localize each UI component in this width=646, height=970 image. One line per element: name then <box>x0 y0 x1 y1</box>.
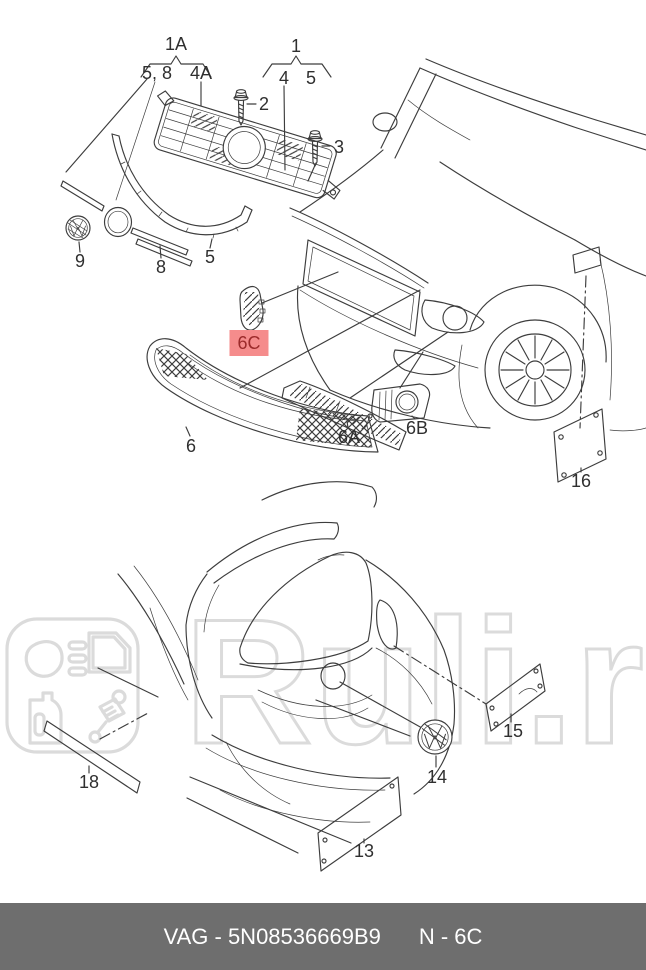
strip-18-art <box>43 720 141 794</box>
rear-car-sketch <box>117 481 456 823</box>
radiator-grille-art <box>153 90 341 200</box>
watermark-logo-frame <box>5 617 140 754</box>
front-car-sketch <box>289 58 646 432</box>
plate-16-art <box>553 408 607 483</box>
part-label-13: 13 <box>353 841 375 861</box>
screw-icon <box>233 89 249 126</box>
footer-diagram-code: N - 6C <box>418 923 483 949</box>
part-label-6a: 6A <box>337 427 361 447</box>
part-label-18: 18 <box>78 772 100 792</box>
plate-15-art <box>485 663 546 732</box>
shock-absorber-icon <box>88 689 127 744</box>
part-label-1a: 1A <box>164 34 188 54</box>
footer-part-code: VAG - 5N08536669B9 <box>163 923 381 949</box>
part-label-4a: 4A <box>189 63 213 83</box>
bracket-group-1 <box>262 55 332 78</box>
part-label-16: 16 <box>570 471 592 491</box>
part-label-5: 5 <box>305 68 317 88</box>
screw-icon <box>307 130 323 167</box>
headlight-icon <box>24 640 88 678</box>
oil-can-icon <box>28 691 63 745</box>
fog-grille-art <box>371 383 431 423</box>
bumper-strip-art <box>281 380 407 451</box>
part-label-14: 14 <box>426 767 448 787</box>
watermark-logo <box>5 617 140 754</box>
part-label-9: 9 <box>74 251 86 271</box>
lower-grille-art <box>146 338 379 453</box>
vw-emblem-icon <box>65 215 91 241</box>
vw-emblem-icon <box>417 719 453 755</box>
part-label-6: 6 <box>185 436 197 456</box>
bracket-group-1a <box>140 55 212 78</box>
footer-bar: VAG - 5N08536669B9 N - 6C <box>0 903 646 970</box>
plate-13-art <box>317 776 402 872</box>
part-label-2: 2 <box>258 94 270 114</box>
part-label-3: 3 <box>333 137 345 157</box>
trim-strip-art <box>60 180 193 267</box>
watermark-text: Ruli.ru <box>183 582 646 781</box>
part-label-1: 1 <box>290 36 302 56</box>
car-door-icon <box>87 631 132 674</box>
part-label-5-8: 5, 8 <box>141 63 173 83</box>
part-label-5: 5 <box>204 247 216 267</box>
part-label-15: 15 <box>502 721 524 741</box>
part-label-8: 8 <box>155 257 167 277</box>
part-label-6c: 6C <box>229 330 269 356</box>
part-label-4: 4 <box>278 68 290 88</box>
leader-lines-rear <box>88 645 512 854</box>
part-label-6b: 6B <box>405 418 429 438</box>
grille-frame-art <box>111 133 253 239</box>
diagram-art <box>43 55 646 872</box>
fender-sticker <box>572 246 602 274</box>
